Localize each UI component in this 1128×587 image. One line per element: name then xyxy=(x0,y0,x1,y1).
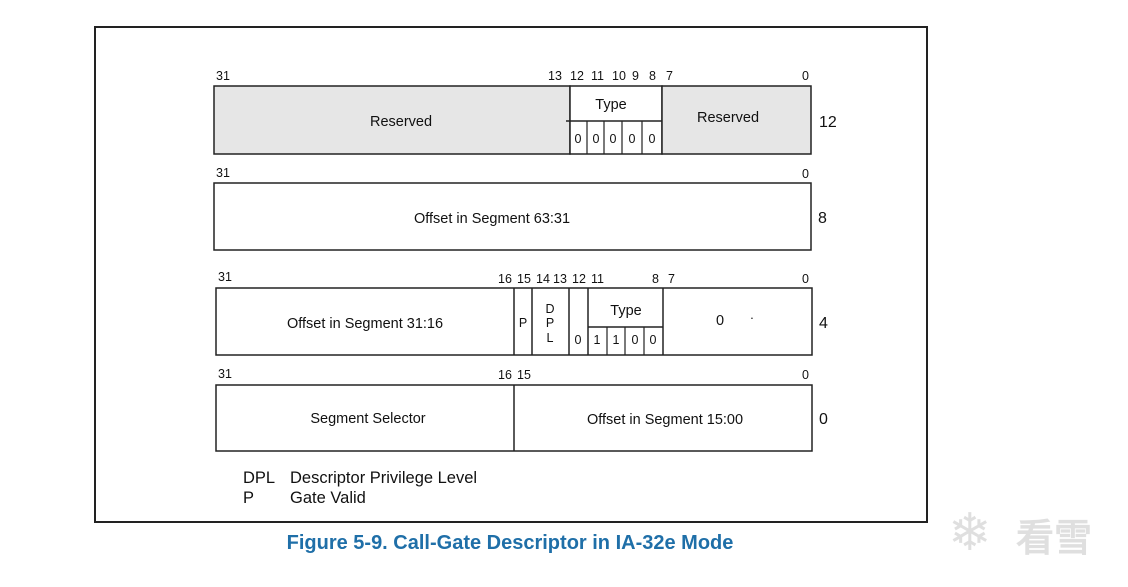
offset-high-field xyxy=(213,182,812,251)
bit-label-0: 0 xyxy=(802,368,809,382)
bit-label-31: 31 xyxy=(218,270,232,284)
bit-label-12: 12 xyxy=(572,272,586,286)
watermark-text: 看雪 xyxy=(1016,516,1093,560)
bit-label-14: 14 xyxy=(536,272,550,286)
bit-label-0: 0 xyxy=(802,69,809,83)
bit-label-11: 11 xyxy=(591,69,604,83)
bit-label-13: 13 xyxy=(548,69,562,83)
type-bit-10: 0 xyxy=(610,132,617,146)
bit-12-zero: 0 xyxy=(575,333,582,347)
type-bit-8: 0 xyxy=(650,333,657,347)
bit-label-8: 8 xyxy=(649,69,656,83)
bit-label-10: 10 xyxy=(612,69,626,83)
bit-label-0: 0 xyxy=(802,272,809,286)
bit-label-11: 11 xyxy=(591,272,604,286)
bit-label-15: 15 xyxy=(517,272,531,286)
bit-label-12: 12 xyxy=(570,69,584,83)
byte-offset-12: 12 xyxy=(819,114,837,131)
descriptor-row-0: 31 16 15 0 Segment Selector Offset in Se… xyxy=(215,367,828,452)
bit-label-13: 13 xyxy=(553,272,567,286)
bit-label-16: 16 xyxy=(498,368,512,382)
low-byte-dot: · xyxy=(750,311,754,325)
bit-label-31: 31 xyxy=(218,367,232,381)
bit-label-7: 7 xyxy=(668,272,675,286)
type-bit-8: 0 xyxy=(649,132,656,146)
type-bit-12: 0 xyxy=(575,132,582,146)
descriptor-row-12: 31 13 12 11 10 9 8 7 0 Reserved Type 0 0… xyxy=(213,69,837,155)
segment-selector-label: Segment Selector xyxy=(310,411,425,427)
watermark: ❄ 看雪 xyxy=(948,505,1118,565)
byte-offset-8: 8 xyxy=(818,210,827,227)
legend-desc-dpl: Descriptor Privilege Level xyxy=(290,469,477,487)
byte-offset-0: 0 xyxy=(819,411,828,428)
reserved-high-label: Reserved xyxy=(370,114,432,130)
offset-high-label: Offset in Segment 63:31 xyxy=(414,211,570,227)
descriptor-row-4: 31 16 15 14 13 12 11 8 7 0 Offset in Seg… xyxy=(215,270,828,356)
present-flag-label: P xyxy=(519,316,527,330)
type-bit-9: 0 xyxy=(632,333,639,347)
descriptor-row-8: 31 0 Offset in Segment 63:31 8 xyxy=(213,166,827,251)
legend-desc-p: Gate Valid xyxy=(290,489,366,507)
type-bit-9: 0 xyxy=(629,132,636,146)
dpl-letter-l: L xyxy=(547,331,554,345)
bit-label-15: 15 xyxy=(517,368,531,382)
bit-label-8: 8 xyxy=(652,272,659,286)
bit-label-7: 7 xyxy=(666,69,673,83)
type-field xyxy=(569,85,663,155)
legend-abbr-p: P xyxy=(243,489,254,507)
offset-mid-label: Offset in Segment 31:16 xyxy=(287,316,443,332)
reserved-high-field xyxy=(213,85,571,155)
figure-frame xyxy=(94,26,928,523)
reserved-low-field xyxy=(661,85,812,155)
figure-caption: Figure 5-9. Call-Gate Descriptor in IA-3… xyxy=(286,532,734,554)
byte-offset-4: 4 xyxy=(819,315,828,332)
reserved-low-label: Reserved xyxy=(697,110,759,126)
offset-low-label: Offset in Segment 15:00 xyxy=(587,412,743,428)
legend: DPL Descriptor Privilege Level P Gate Va… xyxy=(243,469,477,507)
bit-label-9: 9 xyxy=(632,69,639,83)
bit-label-31: 31 xyxy=(216,69,230,83)
type-bit-11: 1 xyxy=(594,333,601,347)
legend-abbr-dpl: DPL xyxy=(243,469,275,487)
type-bit-10: 1 xyxy=(613,333,620,347)
type-label: Type xyxy=(595,97,626,113)
type-bit-11: 0 xyxy=(593,132,600,146)
snowflake-icon: ❄ xyxy=(948,504,992,562)
bit-label-16: 16 xyxy=(498,272,512,286)
bit-label-31: 31 xyxy=(216,166,230,180)
dpl-letter-p: P xyxy=(546,316,554,330)
low-byte-zero: 0 xyxy=(716,313,724,329)
type-label: Type xyxy=(610,303,641,319)
dpl-letter-d: D xyxy=(545,302,554,316)
bit-label-0: 0 xyxy=(802,167,809,181)
